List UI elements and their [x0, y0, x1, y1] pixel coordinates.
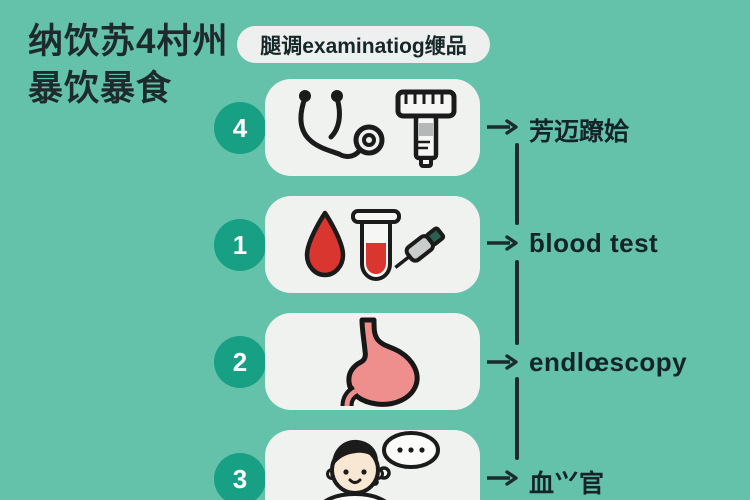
step-card-endoscopy [265, 313, 480, 410]
step-connector [515, 377, 519, 460]
arrow-right-icon [487, 354, 518, 370]
consultation-person-icon [323, 431, 440, 500]
step-number: 4 [232, 112, 248, 143]
step-number-badge: 4 [214, 102, 266, 154]
step-label: endlœscopy [529, 347, 688, 377]
test-tube-icon [350, 208, 401, 281]
step-number: 3 [232, 463, 248, 494]
stethoscope-and-ruler-icon [298, 89, 457, 168]
stethoscope-icon [298, 89, 385, 159]
step-number-badge: 1 [214, 219, 266, 271]
header-badge-label: 腿调examinatiog缏品 [260, 34, 467, 58]
step-label: ƃlood test [529, 228, 659, 258]
header-badge: 腿调examinatiog缏品 [237, 26, 490, 63]
title-line-2: 暴饮暴食 [28, 69, 173, 108]
step-label: 血⺍官 [529, 470, 605, 498]
stomach-icon [340, 317, 420, 407]
blood-drop-icon [304, 210, 345, 277]
speech-bubble-icon [370, 431, 440, 486]
step-number-badge: 3 [214, 453, 266, 500]
step-number: 1 [232, 229, 248, 260]
syringe-icon [393, 225, 445, 269]
step-card-consultation [265, 430, 480, 500]
person-icon [323, 439, 386, 500]
title-line-1: 纳饮苏4村州 [28, 22, 229, 61]
arrow-right-icon [487, 119, 518, 135]
step-card-blood-test [265, 196, 480, 293]
blood-test-icon [304, 208, 445, 281]
ruler-tool-icon [395, 89, 457, 168]
step-label: 芳迈蹽姶 [529, 118, 630, 146]
step-card-examination [265, 79, 480, 176]
step-connector [515, 143, 519, 225]
step-number-badge: 2 [214, 336, 266, 388]
arrow-right-icon [487, 235, 518, 251]
step-number: 2 [232, 346, 248, 377]
step-connector [515, 260, 519, 345]
page-title: 纳饮苏4村州 暴饮暴食 [28, 18, 228, 112]
arrow-right-icon [487, 470, 518, 486]
